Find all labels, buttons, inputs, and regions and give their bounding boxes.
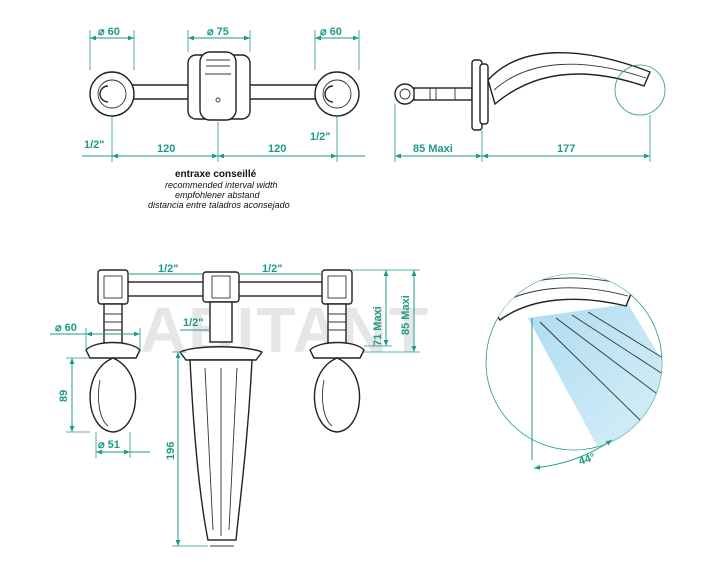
dim-spout-length: 196	[165, 442, 177, 460]
spout-detail-view: 44°	[485, 273, 663, 470]
dim-left-diameter: ⌀ 60	[98, 26, 120, 38]
side-view: 85 Maxi 177	[394, 52, 666, 162]
dim-left-interval: 120	[157, 143, 175, 155]
caption-line-1: entraxe conseillé	[175, 169, 257, 180]
dim-right-interval: 120	[268, 143, 286, 155]
dim-85-maxi: 85 Maxi	[400, 295, 412, 335]
dim-top-left-thread: 1/2"	[158, 263, 179, 275]
dim-center-thread: 1/2"	[183, 317, 204, 329]
caption-line-4: distancia entre taladros aconsejado	[148, 200, 290, 210]
dim-right-thread: 1/2"	[310, 131, 331, 143]
dim-left-thread: 1/2"	[84, 139, 105, 151]
caption-line-2: recommended interval width	[165, 180, 278, 190]
dim-handle-base: ⌀ 51	[98, 439, 120, 451]
dim-reach: 177	[557, 143, 575, 155]
front-view: ⌀ 60 ⌀ 75 ⌀ 60 120 120 1/2" 1/2"	[82, 26, 365, 162]
dim-handle-height: 89	[58, 390, 70, 402]
caption-line-3: empfohlener abstand	[175, 190, 261, 200]
interval-caption: entraxe conseillé recommended interval w…	[148, 169, 290, 210]
dim-right-diameter: ⌀ 60	[320, 26, 342, 38]
dim-depth: 85 Maxi	[413, 143, 453, 155]
dim-center-diameter: ⌀ 75	[207, 26, 229, 38]
dim-handle-diameter: ⌀ 60	[55, 322, 77, 334]
detail-angle: 44°	[577, 451, 597, 468]
dim-71-maxi: 71 Maxi	[372, 306, 384, 346]
assembly-view: 1/2" 1/2" 1/2" ⌀ 60 89 ⌀ 51 196 71 M	[50, 263, 420, 547]
dim-top-right-thread: 1/2"	[262, 263, 283, 275]
